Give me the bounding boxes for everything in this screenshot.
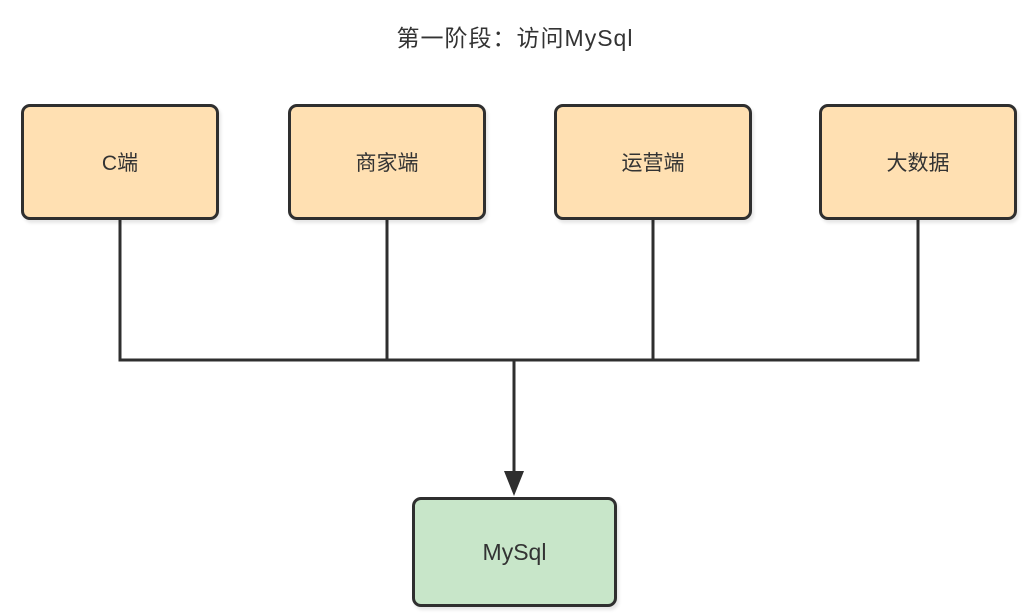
node-merchant: 商家端	[288, 104, 486, 220]
node-c-client: C端	[21, 104, 219, 220]
diagram-title: 第一阶段：访问MySql	[396, 25, 634, 51]
node-operations-label: 运营端	[621, 152, 685, 175]
node-merchant-label: 商家端	[355, 152, 419, 175]
node-mysql: MySql	[412, 497, 617, 607]
arrowhead-icon	[504, 471, 524, 496]
node-bigdata-label: 大数据	[886, 152, 950, 175]
node-operations: 运营端	[554, 104, 752, 220]
node-mysql-label: MySql	[482, 538, 547, 565]
node-bigdata: 大数据	[819, 104, 1017, 220]
node-c-client-label: C端	[101, 152, 139, 175]
